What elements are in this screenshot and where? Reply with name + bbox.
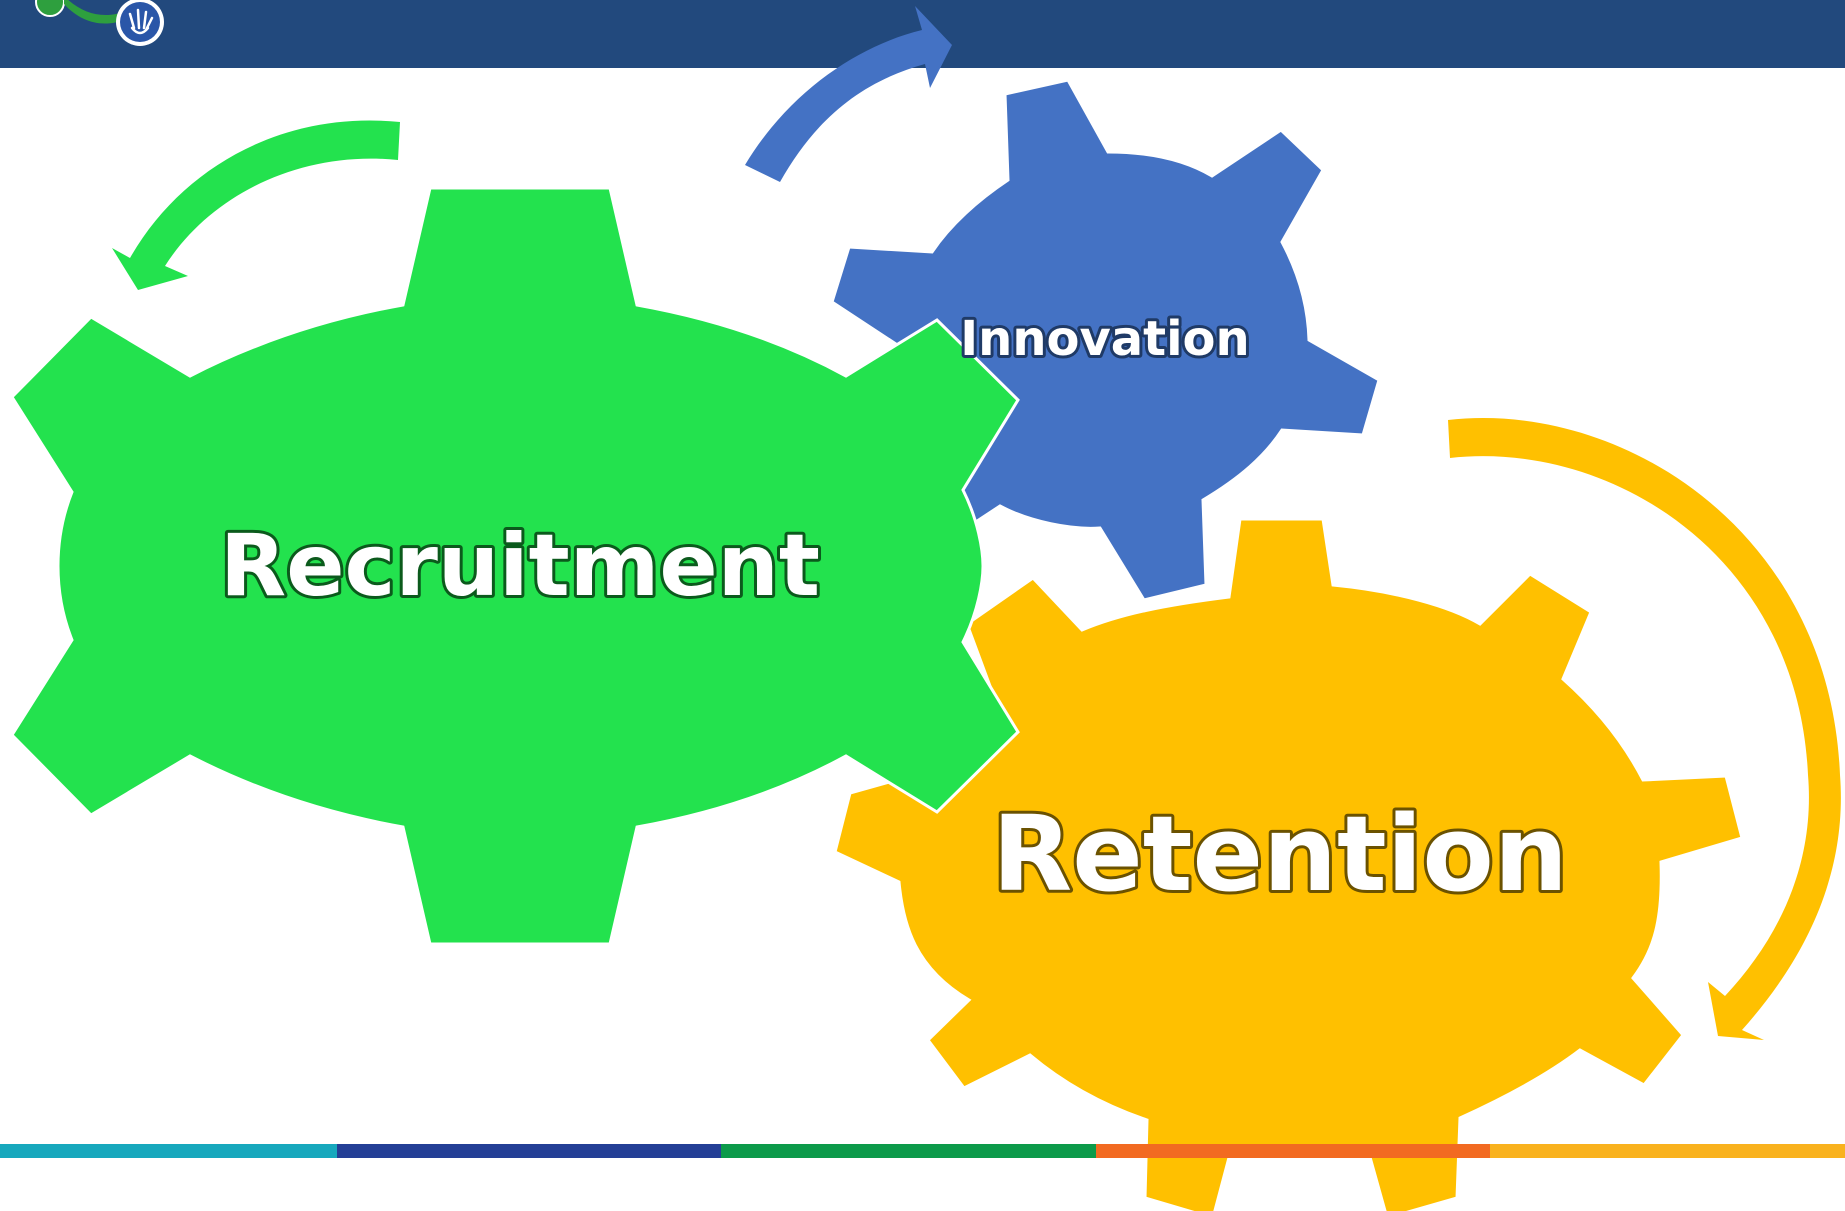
curved-arrow-icon xyxy=(112,120,400,290)
footer-stripe xyxy=(0,1144,1845,1158)
recruitment-gear xyxy=(10,186,1020,946)
recruitment-label: Recruitment xyxy=(220,516,820,616)
footer-stripe-segment xyxy=(1490,1144,1845,1158)
hands-emblem-icon xyxy=(116,0,164,46)
logo xyxy=(35,0,164,46)
recruitment-arrow xyxy=(112,120,400,290)
footer-stripe-segment xyxy=(337,1144,721,1158)
innovation-arrow xyxy=(745,6,952,182)
footer-stripe-segment xyxy=(1096,1144,1490,1158)
retention-arrow xyxy=(1448,417,1841,1040)
footer-stripe-segment xyxy=(721,1144,1096,1158)
innovation-label: Innovation xyxy=(960,311,1249,367)
retention-label: Retention xyxy=(992,793,1568,915)
curved-arrow-icon xyxy=(745,6,952,182)
curved-arrow-icon xyxy=(1448,417,1841,1040)
footer-stripe-segment xyxy=(0,1144,337,1158)
